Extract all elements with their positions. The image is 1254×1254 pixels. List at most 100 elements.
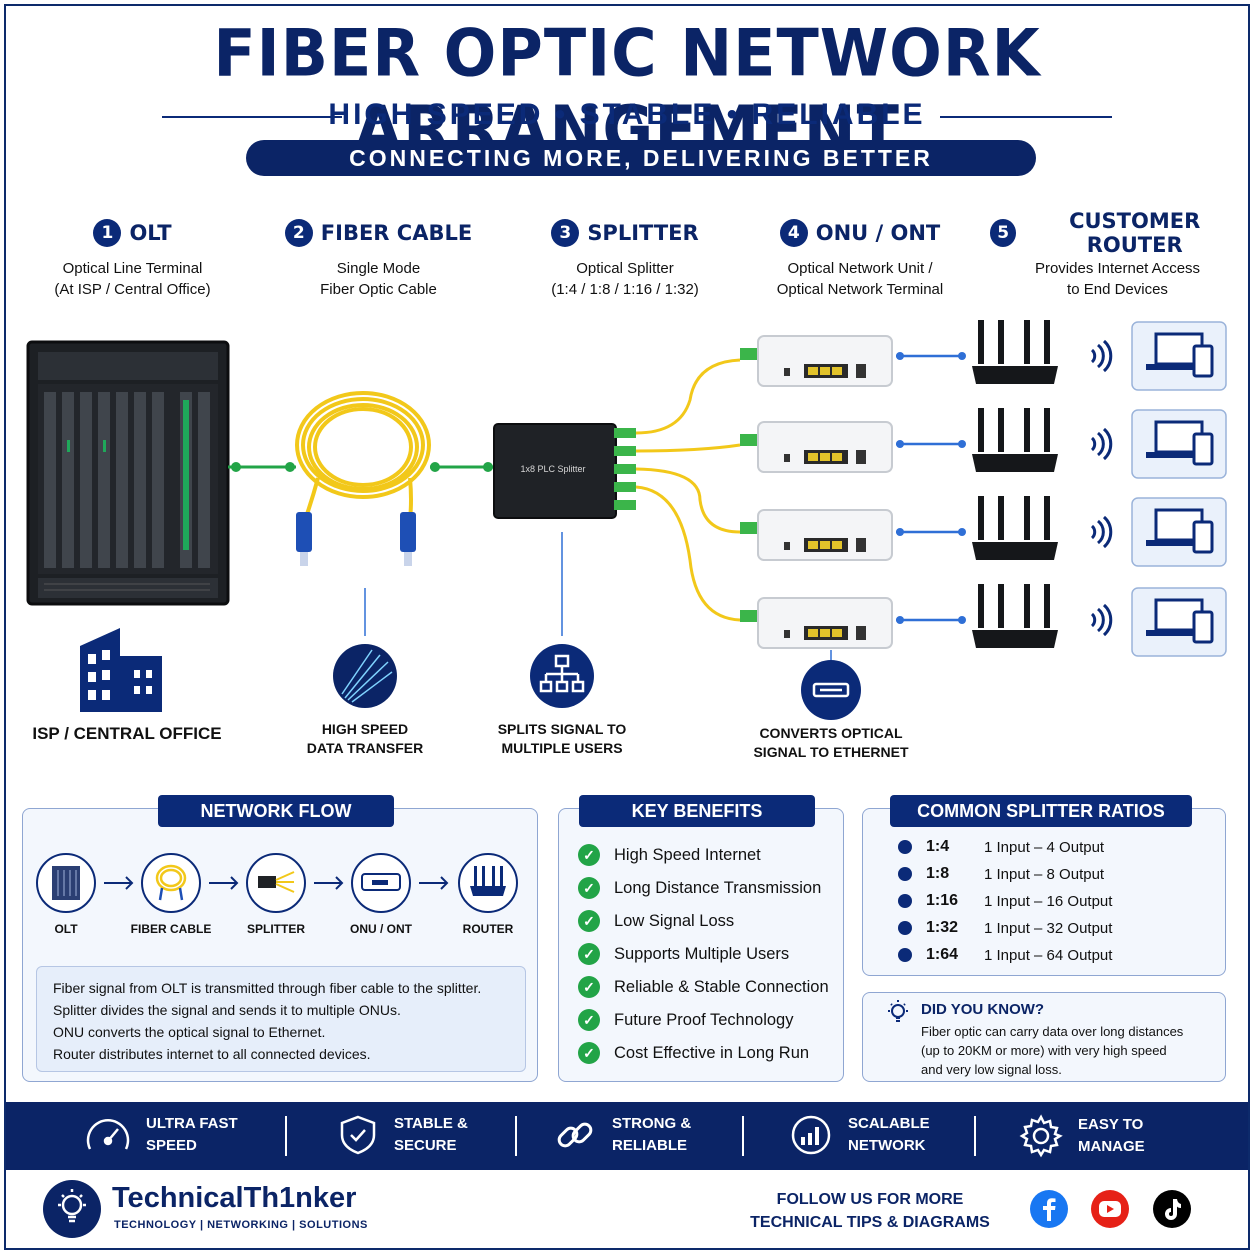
- page-subtitle: HIGH SPEED • STABLE • RELIABLE: [328, 98, 926, 131]
- feature-line: RELIABLE: [612, 1137, 687, 1154]
- building-icon: [80, 628, 162, 712]
- step-desc-line: Optical Line Terminal: [62, 260, 203, 277]
- flow-arrow-icon: [104, 876, 449, 890]
- feature-line: MANAGE: [1078, 1138, 1145, 1155]
- follow-text: FOLLOW US FOR MORE TECHNICAL TIPS & DIAG…: [740, 1188, 1000, 1234]
- flow-label-fiber: FIBER CABLE: [130, 922, 212, 936]
- step-title: OLT: [129, 221, 172, 245]
- step-desc-line: to End Devices: [1067, 281, 1168, 298]
- flow-desc-line: Fiber signal from OLT is transmitted thr…: [53, 980, 482, 996]
- tiktok-icon[interactable]: [1153, 1190, 1191, 1228]
- flow-desc-line: Splitter divides the signal and sends it…: [53, 1002, 401, 1018]
- fact-line: (up to 20KM or more) with very high spee…: [921, 1043, 1167, 1058]
- step-title: CUSTOMER ROUTER: [1069, 209, 1201, 257]
- ratio-desc: 1 Input – 64 Output: [984, 946, 1113, 964]
- step-customer-router: 5 CUSTOMER ROUTER Provides Internet Acces…: [990, 209, 1245, 300]
- ratio-value: 1:8: [926, 865, 950, 882]
- flow-desc-line: ONU converts the optical signal to Ether…: [53, 1024, 326, 1040]
- feature-line: NETWORK: [848, 1137, 926, 1154]
- growth-chart-icon: [791, 1115, 831, 1155]
- step-olt: 1 OLT Optical Line Terminal (At ISP / Cent…: [30, 218, 235, 300]
- pointer-lines: [364, 532, 832, 660]
- olt-flow-icon: [52, 866, 80, 900]
- tagline-banner: CONNECTING MORE, DELIVERING BETTER: [246, 140, 1036, 176]
- caption-split: SPLITS SIGNAL TO MULTIPLE USERS: [472, 720, 652, 758]
- bullet-icon: [898, 948, 912, 962]
- ratio-desc: 1 Input – 32 Output: [984, 919, 1113, 937]
- step-desc-line: Optical Network Unit /: [787, 260, 933, 277]
- benefit-label: High Speed Internet: [614, 845, 761, 864]
- step-desc-line: Fiber Optic Cable: [320, 281, 437, 298]
- step-title: FIBER CABLE: [320, 221, 473, 245]
- step-desc-line: Provides Internet Access: [1034, 260, 1201, 277]
- benefit-label: Low Signal Loss: [614, 911, 735, 930]
- ratio-value: 1:64: [926, 946, 959, 963]
- check-icon: ✓: [578, 910, 600, 932]
- speedometer-icon: [86, 1119, 130, 1150]
- onu-flow-icon: [361, 873, 401, 891]
- fact-line: Fiber optic can carry data over long dis…: [921, 1024, 1184, 1039]
- feature-stable-secure: STABLE &SECURE: [336, 1113, 468, 1157]
- caption-line: DATA TRANSFER: [306, 740, 424, 756]
- benefit-item: ✓ Low Signal Loss: [578, 910, 734, 932]
- step-desc-line: Optical Splitter: [576, 260, 674, 277]
- benefit-label: Cost Effective in Long Run: [614, 1043, 810, 1062]
- did-you-know-title: DID YOU KNOW?: [921, 1001, 1045, 1018]
- step-desc-line: (1:4 / 1:8 / 1:16 / 1:32): [551, 281, 699, 298]
- step-desc-line: Optical Network Terminal: [776, 281, 944, 298]
- feature-band: [6, 1102, 1248, 1170]
- feature-divider: [515, 1116, 517, 1156]
- feature-divider: [742, 1116, 744, 1156]
- splitter-label: 1x8 PLC Splitter: [520, 464, 585, 474]
- benefit-item: ✓Supports Multiple Users: [578, 943, 789, 965]
- step-number: 5: [990, 219, 1017, 247]
- ratio-value: 1:32: [926, 919, 959, 936]
- shield-icon: [340, 1115, 376, 1155]
- ratio-value: 1:16: [926, 892, 959, 909]
- feature-strong-reliable: STRONG &RELIABLE: [552, 1113, 691, 1157]
- subtitle-rule-right: [940, 116, 1112, 118]
- caption-line: CONVERTS OPTICAL: [759, 725, 903, 741]
- olt-chassis-icon: [26, 340, 230, 606]
- facebook-icon[interactable]: [1030, 1190, 1068, 1228]
- end-devices-icon: [1131, 321, 1227, 657]
- youtube-icon[interactable]: [1091, 1190, 1129, 1228]
- check-icon: ✓: [578, 877, 600, 899]
- onu-converter-icon: [801, 660, 861, 720]
- chain-link-icon: [557, 1122, 593, 1148]
- network-flow-title: NETWORK FLOW: [158, 795, 394, 827]
- benefit-item: ✓High Speed Internet: [578, 844, 761, 866]
- caption-isp: ISP / CENTRAL OFFICE: [32, 724, 222, 743]
- fact-line: and very low signal loss.: [921, 1062, 1062, 1077]
- bullet-icon: [898, 894, 912, 908]
- ratio-desc: 1 Input – 8 Output: [984, 865, 1105, 883]
- key-benefits-title: KEY BENEFITS: [579, 795, 815, 827]
- caption-line: MULTIPLE USERS: [501, 740, 623, 756]
- step-title: SPLITTER: [587, 221, 699, 245]
- step-number: 1: [93, 219, 122, 247]
- benefit-item: ✓ Long Distance Transmission: [578, 877, 821, 899]
- caption-line: HIGH SPEED: [321, 721, 409, 737]
- feature-divider: [974, 1116, 976, 1156]
- onu-device-icon: [740, 335, 893, 649]
- flow-label-splitter: SPLITTER: [246, 922, 305, 936]
- network-flow-diagram: [36, 853, 518, 913]
- feature-easy-manage: EASY TO MANAGE: [1018, 1113, 1145, 1159]
- step-desc-line: (At ISP / Central Office): [54, 281, 211, 298]
- benefit-label: Long Distance Transmission: [614, 878, 822, 897]
- fiber-cable-flow-icon: [155, 864, 187, 901]
- lightbulb-icon: [888, 1000, 908, 1022]
- plc-splitter-box-icon: 1x8 PLC Splitter: [493, 423, 636, 519]
- benefit-label: Supports Multiple Users: [614, 944, 790, 963]
- feature-line: EASY TO: [1078, 1116, 1144, 1133]
- feature-line: SCALABLE: [848, 1115, 930, 1132]
- flow-label-onu: ONU / ONT: [350, 922, 412, 936]
- feature-line: ULTRA FAST: [146, 1115, 238, 1132]
- ratio-row: 1:8 1 Input – 8 Output: [898, 865, 1104, 883]
- ethernet-link-lines: [896, 354, 962, 622]
- hierarchy-icon: [530, 644, 594, 708]
- did-you-know-panel: [862, 992, 1226, 1082]
- caption-line: SPLITS SIGNAL TO: [497, 721, 627, 737]
- router-flow-icon: [470, 866, 506, 896]
